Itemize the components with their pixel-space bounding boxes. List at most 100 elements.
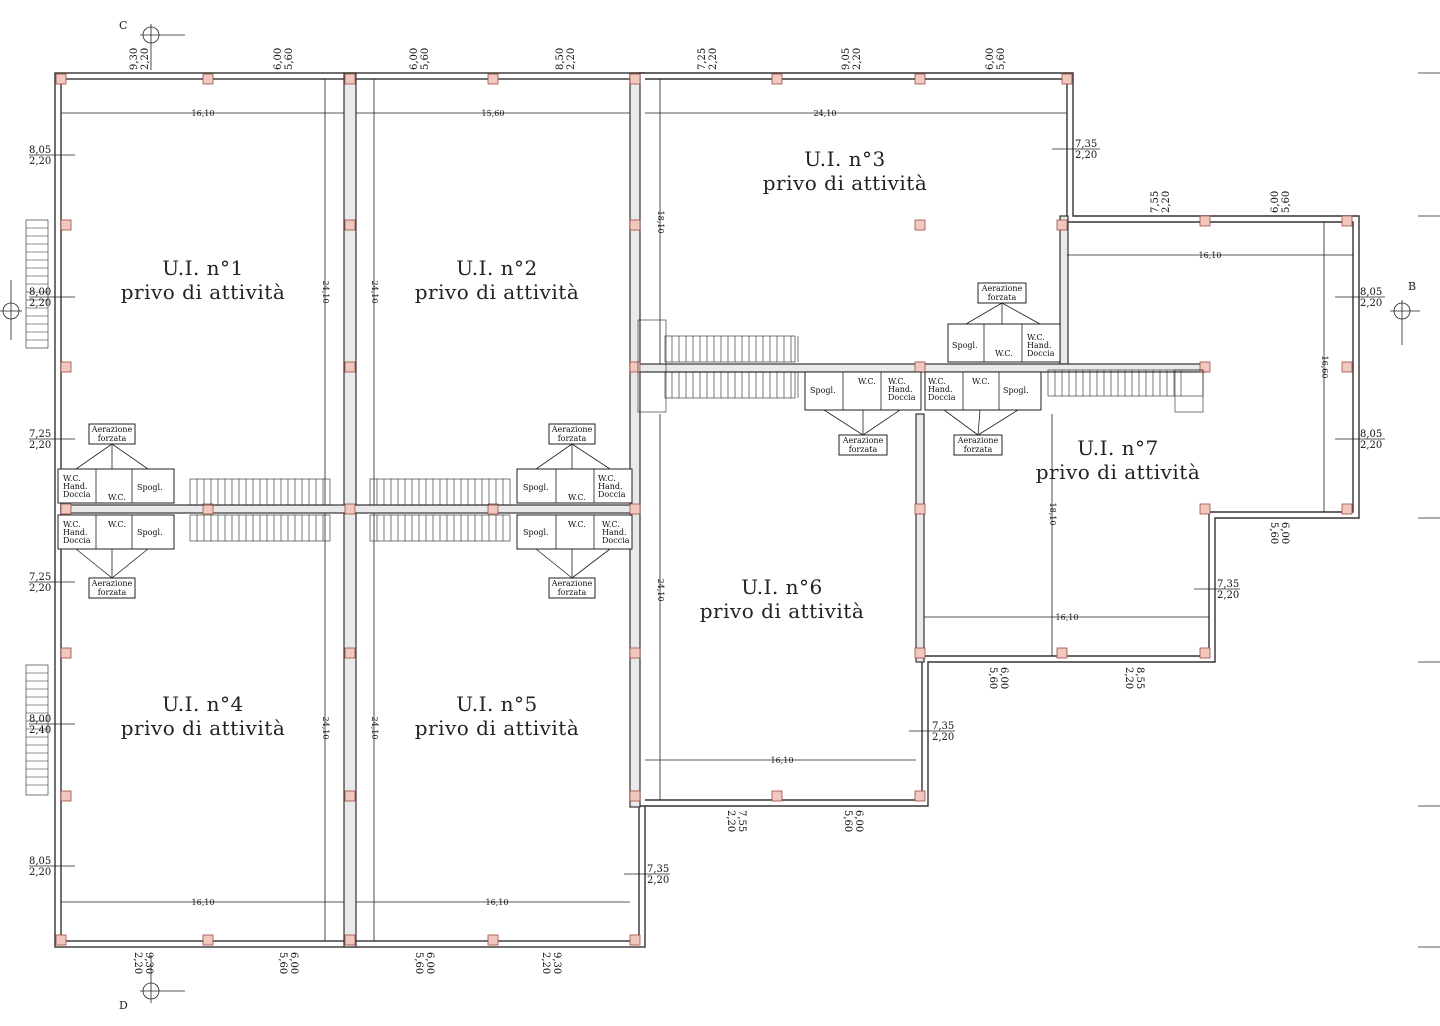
svg-text:privo di attività: privo di attività (415, 280, 580, 304)
svg-text:Spogl.: Spogl. (952, 341, 978, 350)
aeration-box: Aerazione forzata (535, 423, 611, 470)
svg-text:5,60: 5,60 (413, 952, 424, 974)
svg-text:7,35: 7,35 (1075, 139, 1097, 150)
svg-text:18,10: 18,10 (656, 211, 665, 234)
svg-text:W.C.: W.C. (63, 520, 81, 529)
unit-label-4: U.I. n°4 privo di attività (121, 692, 285, 740)
svg-text:Spogl.: Spogl. (523, 483, 549, 492)
svg-text:Doccia: Doccia (1027, 349, 1055, 358)
svg-text:Aerazione: Aerazione (981, 284, 1023, 293)
svg-text:9,30: 9,30 (129, 48, 140, 70)
svg-text:Hand.: Hand. (63, 482, 88, 491)
svg-text:5,60: 5,60 (277, 952, 288, 974)
svg-text:2,20: 2,20 (1123, 667, 1134, 689)
svg-text:U.I. n°6: U.I. n°6 (741, 575, 823, 599)
svg-text:W.C.: W.C. (568, 520, 586, 529)
svg-text:privo di attività: privo di attività (121, 280, 286, 304)
svg-text:Doccia: Doccia (63, 490, 91, 499)
svg-text:16,10: 16,10 (192, 109, 215, 118)
svg-text:W.C.: W.C. (108, 520, 126, 529)
svg-text:Aerazione: Aerazione (551, 425, 593, 434)
svg-text:9,30: 9,30 (551, 952, 562, 974)
svg-text:2,20: 2,20 (708, 48, 719, 70)
sanitary-blocks (57, 323, 1061, 550)
svg-text:24,10: 24,10 (814, 109, 837, 118)
svg-text:U.I. n°7: U.I. n°7 (1077, 436, 1159, 460)
aeration-box: Aerazione forzata (943, 409, 1019, 456)
svg-text:6,00: 6,00 (998, 667, 1009, 689)
svg-text:24,10: 24,10 (656, 579, 665, 602)
svg-text:2,20: 2,20 (1161, 191, 1172, 213)
aeration-box: Aerazione forzata (75, 423, 149, 470)
unit-label-1: U.I. n°1 privo di attività (121, 256, 286, 304)
svg-text:2,20: 2,20 (140, 48, 151, 70)
svg-text:6,00: 6,00 (424, 952, 435, 974)
svg-text:7,55: 7,55 (1150, 191, 1161, 213)
svg-text:5,60: 5,60 (987, 667, 998, 689)
svg-text:Spogl.: Spogl. (523, 528, 549, 537)
svg-text:8,05: 8,05 (29, 856, 51, 867)
structural-columns (55, 73, 1353, 946)
svg-text:7,35: 7,35 (647, 864, 669, 875)
svg-text:24,10: 24,10 (370, 717, 379, 740)
svg-text:16,10: 16,10 (1199, 251, 1222, 260)
svg-text:privo di attività: privo di attività (700, 599, 865, 623)
svg-text:W.C.: W.C. (1027, 333, 1045, 342)
svg-text:2,20: 2,20 (29, 867, 51, 878)
svg-text:2,20: 2,20 (1217, 590, 1239, 601)
svg-text:2,20: 2,20 (725, 810, 736, 832)
svg-text:Doccia: Doccia (598, 490, 626, 499)
aeration-box: Aerazione forzata (965, 282, 1041, 325)
svg-text:9,30: 9,30 (143, 952, 154, 974)
svg-text:Aerazione: Aerazione (842, 436, 884, 445)
svg-text:W.C.: W.C. (568, 493, 586, 502)
svg-text:6,00: 6,00 (288, 952, 299, 974)
svg-text:6,00: 6,00 (985, 48, 996, 70)
svg-text:24,10: 24,10 (321, 717, 330, 740)
svg-text:2,20: 2,20 (29, 583, 51, 594)
svg-text:W.C.: W.C. (858, 377, 876, 386)
svg-text:Aerazione: Aerazione (91, 425, 133, 434)
svg-text:6,00: 6,00 (853, 810, 864, 832)
svg-text:8,00: 8,00 (29, 287, 51, 298)
svg-text:2,20: 2,20 (29, 298, 51, 309)
svg-text:W.C.: W.C. (995, 349, 1013, 358)
svg-text:Spogl.: Spogl. (1003, 386, 1029, 395)
svg-text:7,25: 7,25 (29, 429, 51, 440)
svg-text:forzata: forzata (558, 588, 587, 597)
svg-text:Doccia: Doccia (602, 536, 630, 545)
bottom-dimensions: 9,302,20 6,005,60 6,005,60 9,302,20 7,55… (132, 522, 1290, 974)
svg-text:Spogl.: Spogl. (810, 386, 836, 395)
svg-text:16,10: 16,10 (771, 756, 794, 765)
svg-text:Hand.: Hand. (598, 482, 623, 491)
svg-text:forzata: forzata (988, 293, 1017, 302)
svg-text:Aerazione: Aerazione (551, 579, 593, 588)
svg-text:7,25: 7,25 (697, 48, 708, 70)
svg-text:16,10: 16,10 (486, 898, 509, 907)
svg-text:6,00: 6,00 (1270, 191, 1281, 213)
svg-text:privo di attività: privo di attività (763, 171, 928, 195)
section-marker-left (0, 280, 22, 340)
svg-text:W.C.: W.C. (928, 377, 946, 386)
svg-text:2,20: 2,20 (29, 440, 51, 451)
svg-text:5,60: 5,60 (996, 48, 1007, 70)
staircases (25, 219, 1204, 796)
svg-text:W.C.: W.C. (63, 474, 81, 483)
svg-text:Spogl.: Spogl. (137, 528, 163, 537)
svg-text:Hand.: Hand. (63, 528, 88, 537)
unit-label-2: U.I. n°2 privo di attività (415, 256, 580, 304)
unit-label-5: U.I. n°5 privo di attività (415, 692, 580, 740)
svg-text:Doccia: Doccia (63, 536, 91, 545)
svg-text:Hand.: Hand. (1027, 341, 1052, 350)
svg-text:forzata: forzata (98, 434, 127, 443)
right-border-ticks (1418, 72, 1440, 948)
svg-text:24,10: 24,10 (370, 281, 379, 304)
svg-text:2,20: 2,20 (1360, 440, 1382, 451)
svg-text:privo di attività: privo di attività (415, 716, 580, 740)
svg-text:7,25: 7,25 (29, 572, 51, 583)
svg-text:U.I. n°1: U.I. n°1 (162, 256, 244, 280)
svg-text:5,60: 5,60 (1268, 522, 1279, 544)
svg-text:2,20: 2,20 (540, 952, 551, 974)
svg-text:Doccia: Doccia (888, 393, 916, 402)
right-dimensions: 7,352,20 8,052,20 8,052,20 7,352,20 7,35… (624, 139, 1385, 886)
